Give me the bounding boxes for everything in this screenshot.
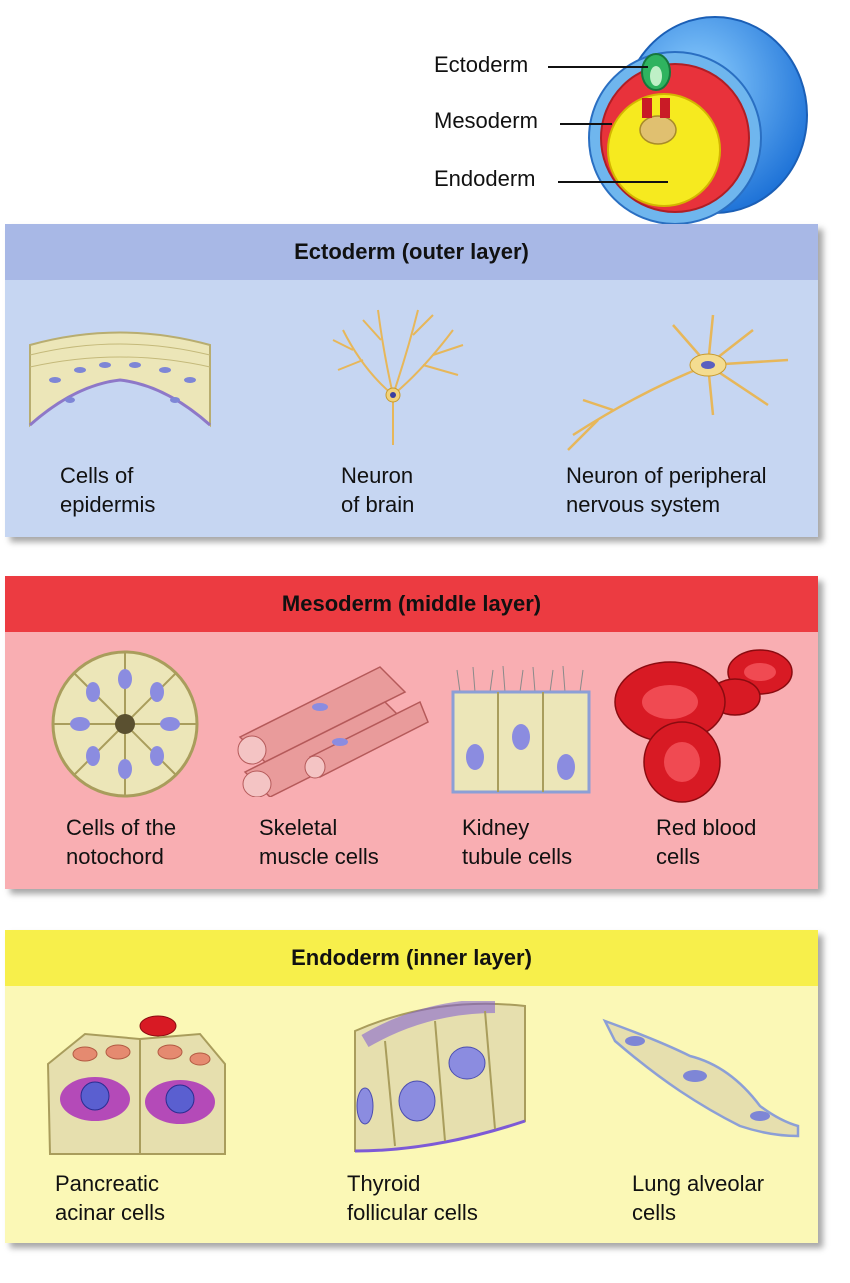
ectoderm-panel-body: Cells of epidermis Neuron of brain Neuro… [5, 280, 818, 537]
endoderm-panel: Endoderm (inner layer) [5, 930, 818, 1243]
pancreatic-acinar-label: Pancreatic acinar cells [55, 1171, 166, 1225]
red-blood-cells-label: Red blood cells [656, 815, 757, 869]
embryo-cross-section-illustration [588, 16, 808, 225]
epidermis-cells-illustration [29, 331, 211, 428]
brain-neuron-illustration [332, 309, 464, 445]
skeletal-muscle-illustration [237, 666, 429, 797]
endoderm-panel-body: Pancreatic acinar cells Thyroid follicul… [5, 986, 818, 1243]
notochord-label: Cells of the notochord [66, 815, 177, 869]
mesoderm-label: Mesoderm [434, 108, 538, 133]
mesoderm-panel-title: Mesoderm (middle layer) [5, 576, 818, 632]
ectoderm-label: Ectoderm [434, 52, 529, 77]
ectoderm-panel-title: Ectoderm (outer layer) [5, 224, 818, 280]
red-blood-cells-illustration [614, 649, 793, 803]
epidermis-label: Cells of epidermis [60, 463, 156, 517]
thyroid-follicular-illustration [354, 1001, 526, 1153]
mesoderm-panel-body: Cells of the notochord Skeletal muscle c… [5, 632, 818, 889]
skeletal-muscle-label: Skeletal muscle cells [259, 815, 379, 869]
lung-alveolar-label: Lung alveolar cells [632, 1171, 765, 1225]
kidney-tubule-label: Kidney tubule cells [462, 815, 573, 869]
notochord-cells-illustration [51, 650, 199, 798]
endoderm-panel-title: Endoderm (inner layer) [5, 930, 818, 986]
brain-neuron-label: Neuron of brain [341, 463, 415, 517]
endoderm-label: Endoderm [434, 166, 536, 191]
lung-alveolar-illustration [602, 1018, 800, 1138]
peripheral-neuron-illustration [567, 314, 789, 451]
mesoderm-leader-line [560, 123, 612, 125]
kidney-tubule-illustration [451, 665, 591, 794]
endoderm-leader-line [558, 181, 668, 183]
ectoderm-leader-line [548, 66, 648, 68]
peripheral-neuron-label: Neuron of peripheral nervous system [566, 463, 767, 517]
mesoderm-panel: Mesoderm (middle layer) [5, 576, 818, 889]
thyroid-follicular-label: Thyroid follicular cells [347, 1171, 478, 1225]
pancreatic-acinar-illustration [46, 1015, 226, 1155]
ectoderm-panel: Ectoderm (outer layer) [5, 224, 818, 537]
embryo-figure: Ectoderm Mesoderm Endoderm [0, 0, 850, 240]
